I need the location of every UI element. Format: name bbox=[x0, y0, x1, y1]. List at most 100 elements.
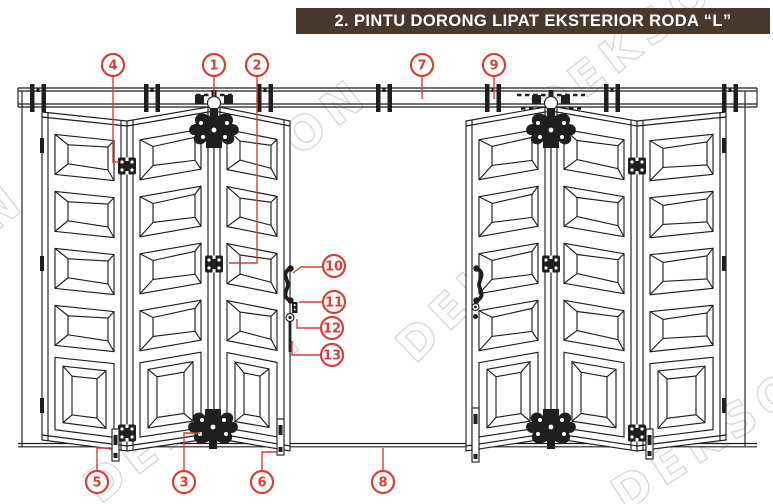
track-bracket bbox=[722, 84, 738, 112]
slat-panel bbox=[139, 185, 202, 238]
door-leaf bbox=[126, 105, 215, 452]
callout-number: 7 bbox=[417, 59, 426, 74]
callout-2: 2 bbox=[244, 52, 270, 78]
callout-6: 6 bbox=[249, 469, 275, 495]
top-track bbox=[17, 84, 758, 112]
callout-12: 12 bbox=[319, 315, 345, 341]
hinge-icon bbox=[628, 157, 646, 175]
slat-panel bbox=[649, 133, 714, 182]
bottom-panel bbox=[649, 356, 714, 439]
slat-panel bbox=[478, 185, 539, 238]
jamb-hinge-icon bbox=[40, 256, 44, 271]
callout-leader bbox=[112, 76, 119, 163]
slat-panel bbox=[563, 242, 625, 295]
callout-9: 9 bbox=[481, 52, 507, 78]
track-bracket bbox=[144, 84, 160, 112]
hinge-icon bbox=[628, 424, 646, 442]
callout-5: 5 bbox=[84, 469, 110, 495]
bottom-panel bbox=[139, 351, 202, 438]
callout-13: 13 bbox=[319, 342, 345, 368]
flush-bolt-icon bbox=[471, 407, 480, 463]
right-door-group bbox=[465, 105, 727, 452]
page-title: 2. PINTU DORONG LIPAT EKSTERIOR RODA “L” bbox=[334, 11, 732, 30]
slat-panel bbox=[226, 299, 278, 352]
slat-panel bbox=[54, 247, 115, 296]
slat-panel bbox=[139, 128, 202, 181]
slat-panel bbox=[478, 299, 539, 352]
callout-number: 4 bbox=[108, 59, 117, 74]
hinge-icon bbox=[118, 424, 136, 442]
slat-panel bbox=[649, 247, 714, 296]
door-handle-icon bbox=[473, 265, 484, 304]
slat-panel bbox=[563, 185, 625, 238]
callout-7: 7 bbox=[409, 52, 435, 78]
door-leaf bbox=[550, 105, 638, 452]
callout-number: 10 bbox=[325, 260, 343, 275]
callout-11: 11 bbox=[321, 289, 347, 315]
callout-leader bbox=[296, 319, 321, 329]
track-bracket bbox=[604, 84, 620, 112]
track-bracket bbox=[257, 84, 273, 112]
slat-panel bbox=[649, 304, 714, 353]
roller-wheel-icon bbox=[189, 90, 239, 148]
slat-panel bbox=[226, 242, 278, 295]
callout-number: 6 bbox=[257, 476, 266, 491]
callout-number: 2 bbox=[252, 59, 261, 74]
door-handle-icon bbox=[283, 265, 294, 304]
callout-leader bbox=[96, 447, 111, 471]
callout-leader bbox=[291, 341, 321, 356]
jamb-hinge-icon bbox=[40, 398, 44, 413]
flush-bolt-icon bbox=[276, 418, 285, 456]
bottom-panel bbox=[563, 351, 625, 438]
jamb-hinge-icon bbox=[722, 138, 726, 153]
callout-number: 12 bbox=[323, 322, 341, 337]
watermark-text: DEKSON bbox=[0, 171, 37, 376]
track-bracket bbox=[485, 84, 501, 112]
callout-4: 4 bbox=[100, 52, 126, 78]
slat-panel bbox=[478, 128, 539, 181]
callout-8: 8 bbox=[370, 469, 396, 495]
callout-leader bbox=[183, 432, 200, 471]
callout-number: 9 bbox=[489, 59, 498, 74]
jamb-hinge-icon bbox=[40, 138, 44, 153]
callout-leader bbox=[292, 266, 323, 274]
slat-panel bbox=[54, 304, 115, 353]
hinge-icon bbox=[542, 255, 560, 273]
roller-wheel-icon bbox=[526, 90, 576, 148]
slat-panel bbox=[139, 299, 202, 352]
flush-bolt-icon bbox=[645, 428, 654, 460]
callout-number: 13 bbox=[323, 349, 341, 364]
callout-10: 10 bbox=[321, 253, 347, 279]
slat-panel bbox=[226, 128, 278, 181]
slat-panel bbox=[649, 190, 714, 239]
callout-1: 1 bbox=[201, 52, 227, 78]
hinge-icon bbox=[118, 157, 136, 175]
lock-icon bbox=[285, 302, 298, 352]
callout-leader bbox=[261, 451, 276, 471]
slat-panel bbox=[563, 299, 625, 352]
callout-number: 8 bbox=[378, 476, 387, 491]
door-leaf bbox=[636, 111, 727, 452]
left-door-group bbox=[41, 105, 291, 452]
slat-panel bbox=[54, 190, 115, 239]
track-bracket bbox=[376, 84, 392, 112]
door-leaf bbox=[213, 105, 291, 452]
callout-leader bbox=[229, 76, 258, 264]
slat-panel bbox=[54, 133, 115, 182]
flush-bolt-icon bbox=[111, 428, 120, 462]
jamb-hinge-icon bbox=[722, 256, 726, 271]
jamb-hinge-icon bbox=[722, 398, 726, 413]
title-bar: 2. PINTU DORONG LIPAT EKSTERIOR RODA “L” bbox=[296, 8, 770, 34]
callout-number: 3 bbox=[179, 476, 188, 491]
slat-panel bbox=[226, 185, 278, 238]
door-leaf bbox=[41, 111, 128, 452]
callout-3: 3 bbox=[171, 469, 197, 495]
wall-jambs bbox=[21, 91, 746, 447]
callout-number: 11 bbox=[325, 296, 343, 311]
bottom-panel bbox=[54, 356, 115, 438]
hinge-icon bbox=[205, 255, 223, 273]
lock-icon bbox=[471, 302, 480, 319]
